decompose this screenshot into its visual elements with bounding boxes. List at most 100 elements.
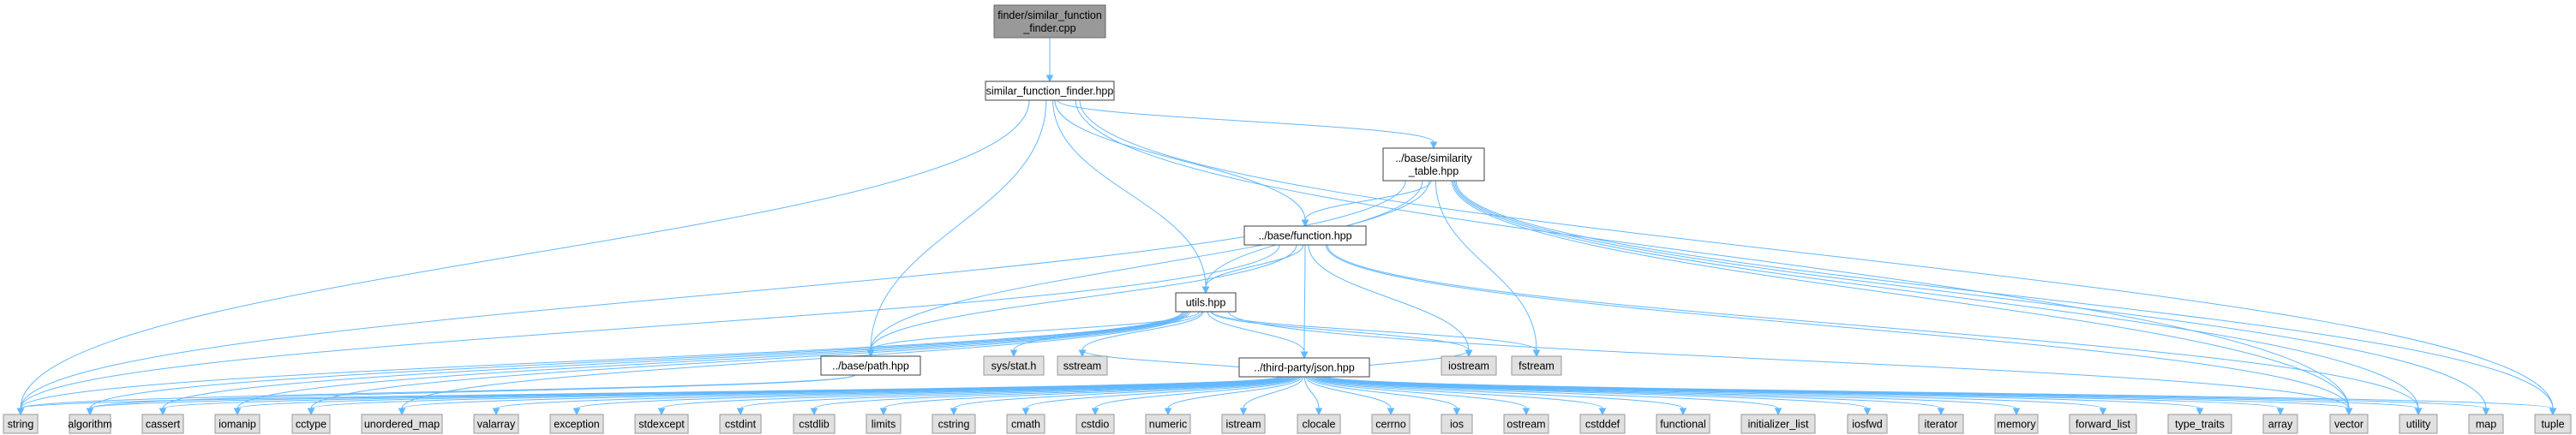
system-header-node-cstring: cstring: [932, 414, 976, 434]
edge-json-to-limits: [883, 376, 1297, 409]
edge-json-to-istream: [1243, 376, 1304, 409]
node-label: stdexcept: [638, 419, 685, 431]
edge-utils-to-cassert: [162, 311, 1186, 409]
system-header-node-istream: istream: [1221, 414, 1266, 434]
arrowhead-json-to-numeric: [1164, 408, 1172, 416]
arrowhead-json-to-functional: [1679, 408, 1687, 416]
arrowhead-json-to-sstream: [1078, 349, 1087, 358]
system-header-node-ostream: ostream: [1503, 414, 1549, 434]
system-header-node-iostream: iostream: [1441, 355, 1497, 376]
system-header-node-sysstat: sys/stat.h: [983, 355, 1045, 376]
edge-simtab-to-vector: [1451, 180, 2350, 409]
node-label: memory: [1997, 419, 2036, 431]
edge-json-to-cerrno: [1305, 376, 1392, 409]
arrowhead-json-to-ostream: [1522, 408, 1531, 416]
system-header-node-fstream: fstream: [1511, 355, 1562, 376]
node-box: [1006, 414, 1045, 434]
node-label: algorithm: [68, 419, 111, 431]
system-header-node-cstddef: cstddef: [1579, 414, 1626, 434]
arrowhead-json-to-cerrno: [1387, 408, 1395, 416]
arrowhead-json-to-clocale: [1315, 408, 1323, 416]
system-header-node-limits: limits: [866, 414, 902, 434]
edge-utils-to-path: [870, 311, 1200, 351]
node-label: sstream: [1063, 361, 1101, 372]
system-header-node-cerrno: cerrno: [1371, 414, 1411, 434]
node-label: tuple: [2541, 419, 2564, 431]
node-label: clocale: [1303, 419, 1336, 431]
arrowhead-json-to-cctype: [307, 408, 315, 416]
file-node-utils[interactable]: utils.hpp: [1175, 292, 1237, 313]
file-node-json[interactable]: ../third-party/json.hpp: [1238, 357, 1370, 378]
node-box: [2262, 414, 2298, 434]
node-label: exception: [554, 419, 600, 431]
node-box: [2468, 414, 2504, 434]
edge-func-to-utils: [1205, 244, 1304, 288]
edge-simtab-to-utility: [1453, 180, 2419, 409]
arrowhead-json-to-type_traits: [2196, 408, 2204, 416]
node-box: [1221, 414, 1266, 434]
edge-sff-to-tuple: [1079, 99, 2554, 409]
node-box: [1511, 355, 1562, 376]
edge-json-to-numeric: [1167, 376, 1303, 409]
node-label: similar_function_finder.hpp: [986, 86, 1114, 98]
arrowhead-json-to-cmath: [1021, 408, 1030, 416]
edge-json-to-cstddef: [1309, 376, 1603, 409]
current-file-node: finder/similar_function_finder.cpp: [993, 4, 1106, 39]
edge-json-to-iosfwd: [1315, 376, 1868, 409]
node-label: functional: [1660, 419, 1706, 431]
arrowhead-utils-to-sysstat: [1009, 349, 1018, 358]
arrowhead-func-to-utils: [1201, 286, 1210, 295]
system-header-node-cmath: cmath: [1006, 414, 1045, 434]
node-label: iostream: [1448, 361, 1489, 372]
arrowhead-sff-to-simtab: [1429, 141, 1438, 150]
system-header-node-array: array: [2262, 414, 2298, 434]
edge-simtab-to-tuple: [1455, 180, 2554, 409]
system-header-node-type_traits: type_traits: [2167, 414, 2232, 434]
edge-sff-to-string: [20, 99, 1030, 409]
node-label: valarray: [477, 419, 516, 431]
edge-utils-to-fstream: [1212, 311, 1537, 351]
edge-json-to-stdexcept: [661, 376, 1292, 409]
node-box: [549, 414, 604, 434]
system-header-node-string: string: [3, 414, 39, 434]
edge-json-to-cmath: [1025, 376, 1299, 409]
node-box: [1740, 414, 1816, 434]
node-box: [866, 414, 902, 434]
edge-json-to-cstdint: [740, 376, 1294, 409]
file-node-func[interactable]: ../base/function.hpp: [1243, 225, 1367, 246]
edge-json-to-forward_list: [1320, 376, 2104, 409]
node-box: [2069, 414, 2137, 434]
node-box: [1057, 355, 1108, 376]
edge-utils-to-vector: [1228, 311, 2350, 409]
node-box: [1297, 414, 1341, 434]
edge-json-to-ostream: [1308, 376, 1527, 409]
file-node-simtab[interactable]: ../base/similarity_table.hpp: [1382, 147, 1485, 182]
edge-sff-to-vector: [1075, 99, 2350, 409]
system-header-node-vector: vector: [2329, 414, 2369, 434]
system-header-node-cstdint: cstdint: [719, 414, 762, 434]
node-label: type_traits: [2175, 419, 2225, 431]
file-node-sff[interactable]: similar_function_finder.hpp: [985, 80, 1115, 101]
node-label: iomanip: [219, 419, 256, 431]
arrowhead-json-to-limits: [879, 408, 888, 416]
node-layer: finder/similar_function_finder.cppsimila…: [3, 4, 2572, 434]
edge-simtab-to-func: [1304, 180, 1432, 221]
node-label: ../third-party/json.hpp: [1254, 362, 1354, 374]
node-label: forward_list: [2076, 419, 2130, 431]
node-label: ../base/path.hpp: [832, 361, 909, 372]
node-label: unordered_map: [364, 419, 440, 431]
node-box: [634, 414, 689, 434]
node-box: [3, 414, 39, 434]
node-box: [2399, 414, 2438, 434]
node-label: cstdint: [725, 419, 757, 431]
arrowhead-simtab-to-func: [1301, 219, 1309, 228]
edge-json-to-cassert: [162, 376, 1282, 409]
arrowhead-json-to-initializer_list: [1774, 408, 1782, 416]
node-box: [1918, 414, 1964, 434]
arrowhead-json-to-ios: [1453, 408, 1461, 416]
edge-json-to-clocale: [1303, 376, 1320, 409]
system-header-node-algorithm: algorithm: [68, 414, 112, 434]
file-node-path[interactable]: ../base/path.hpp: [820, 355, 921, 376]
node-box: [1371, 414, 1411, 434]
node-label: numeric: [1149, 419, 1187, 431]
